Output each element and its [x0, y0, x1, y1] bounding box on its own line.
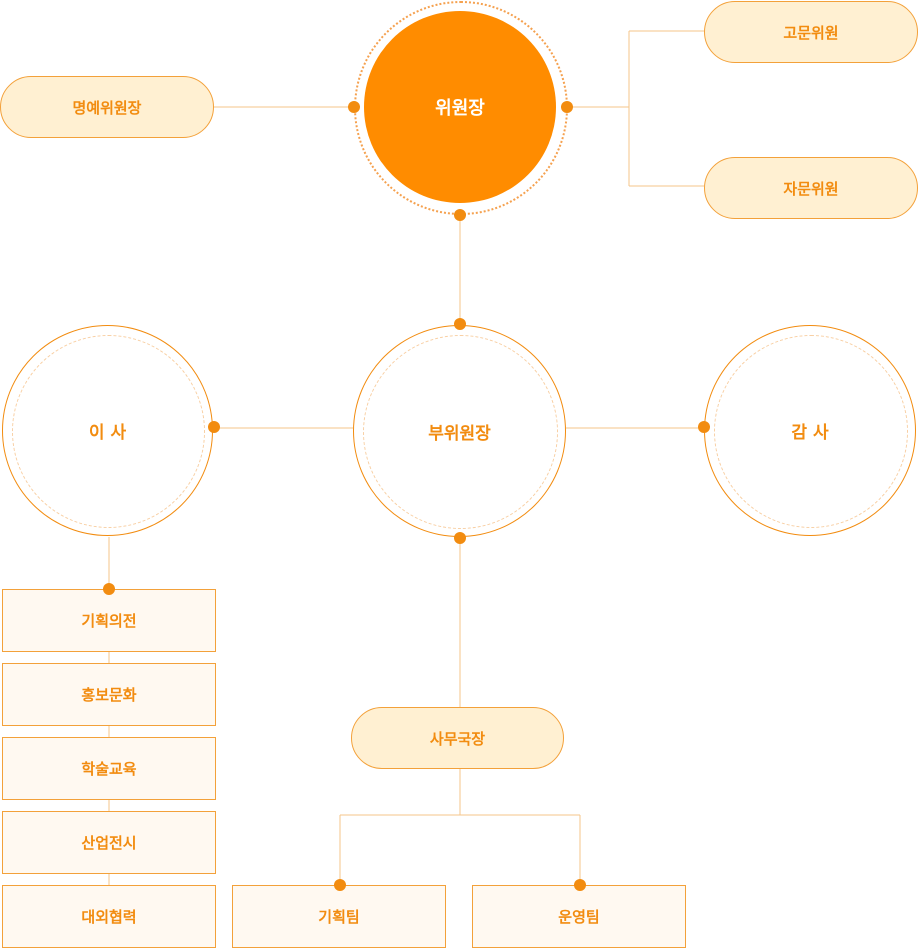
committee-box-4: 산업전시: [2, 811, 216, 874]
committee-label-2: 홍보문화: [81, 686, 137, 704]
committee-label-1: 기획의전: [81, 612, 137, 630]
committee-label-4: 산업전시: [81, 834, 137, 852]
advisor-label-2: 자문위원: [783, 179, 839, 198]
team-box-2: 운영팀: [472, 885, 686, 948]
advisor-node-1: 고문위원: [704, 1, 918, 63]
honorary-chair-node: 명예위원장: [0, 76, 214, 138]
vice-chair-node: 부위원장: [353, 325, 566, 537]
advisor-label-1: 고문위원: [783, 23, 839, 42]
connector-dot: [574, 879, 586, 891]
advisor-node-2: 자문위원: [704, 157, 918, 219]
connector-dot: [561, 101, 573, 113]
directors-inner-ring: [12, 335, 205, 528]
committee-box-1: 기획의전: [2, 589, 216, 652]
honorary-chair-label: 명예위원장: [72, 98, 142, 117]
secretary-general-label: 사무국장: [429, 729, 486, 748]
auditor-inner-ring: [714, 335, 908, 528]
connector-dot: [103, 583, 115, 595]
directors-label: 이 사: [88, 423, 127, 443]
team-label-2: 운영팀: [558, 908, 600, 926]
committee-box-3: 학술교육: [2, 737, 216, 800]
committee-label-5: 대외협력: [81, 908, 137, 926]
vice-chair-inner-ring: [363, 335, 558, 529]
team-box-1: 기획팀: [232, 885, 446, 948]
connector-dot: [208, 421, 220, 433]
connector-dot: [334, 879, 346, 891]
committee-box-5: 대외협력: [2, 885, 216, 948]
vice-chair-label: 부위원장: [428, 423, 491, 444]
connector-dot: [348, 101, 360, 113]
chair-label: 위원장: [435, 98, 485, 119]
team-label-1: 기획팀: [318, 908, 360, 926]
connector-dot: [454, 318, 466, 330]
auditor-node: 감 사: [704, 325, 916, 536]
committee-box-2: 홍보문화: [2, 663, 216, 726]
auditor-label: 감 사: [791, 423, 829, 443]
connector-dot: [698, 421, 710, 433]
connector-dot: [454, 532, 466, 544]
committee-label-3: 학술교육: [81, 760, 137, 778]
directors-node: 이 사: [2, 325, 213, 536]
connector-dot: [454, 209, 466, 221]
secretary-general-node: 사무국장: [351, 707, 564, 769]
chair-node: 위원장: [364, 11, 556, 203]
